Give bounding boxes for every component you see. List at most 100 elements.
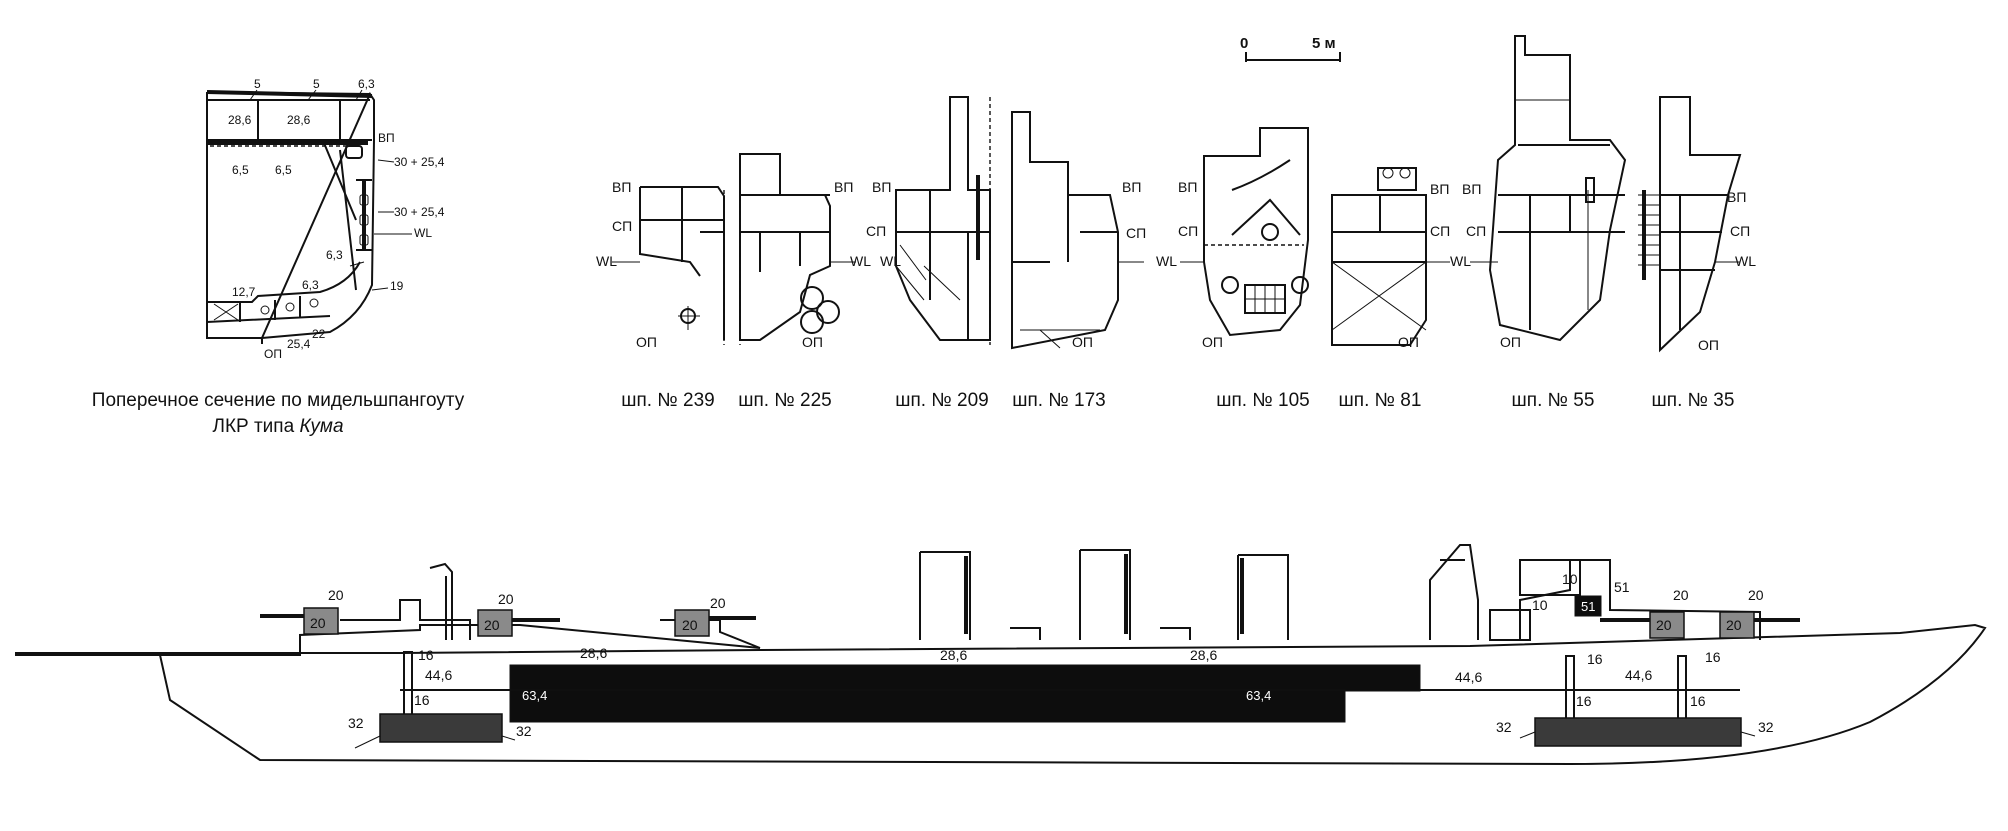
tower-top-armor: 10 [1562, 571, 1578, 587]
gun4-armor-side: 20 [1656, 617, 1672, 633]
frame-caption-55: шп. № 55 [1512, 390, 1595, 411]
gun5-armor-side: 20 [1726, 617, 1742, 633]
frame-105-section: ВП СП WL ОП [1156, 127, 1309, 350]
frame-209-sp: СП [866, 223, 886, 239]
frame-caption-225: шп. № 225 [738, 390, 831, 411]
midship-side-thk: 6,3 [326, 248, 343, 262]
tower-front-armor: 51 [1614, 579, 1630, 595]
frame-81-wl: WL [1450, 253, 1471, 269]
gun5-armor-top: 20 [1748, 587, 1764, 603]
gun4-armor-top: 20 [1673, 587, 1689, 603]
frame-35-op: ОП [1698, 337, 1719, 353]
deck-ends-aft: 44,6 [425, 667, 452, 683]
gun2-armor-top: 20 [498, 591, 514, 607]
scale-bar: 0 5 м [1240, 35, 1341, 62]
frame-239-op: ОП [636, 334, 657, 350]
midship-22-thk: 22 [312, 327, 326, 341]
belt-armor-fwd: 63,4 [1246, 688, 1271, 703]
belt-armor-aft: 63,4 [522, 688, 547, 703]
frame-55-vp: ВП [1462, 181, 1481, 197]
deck-ends-fwd-2: 44,6 [1625, 667, 1652, 683]
aft-bulkhead-bottom: 16 [414, 692, 430, 708]
deck-ends-fwd-1: 44,6 [1455, 669, 1482, 685]
frame-caption-209: шп. № 209 [895, 390, 988, 411]
frame-caption-173: шп. № 173 [1012, 390, 1105, 411]
gun3-armor-side: 20 [682, 617, 698, 633]
frame-caption-239: шп. № 239 [621, 390, 714, 411]
conning-tower [1574, 595, 1602, 617]
frame-81-op: ОП [1398, 334, 1419, 350]
gun-mount-4 [1649, 611, 1685, 639]
gun3-armor-top: 20 [710, 595, 726, 611]
fwd-bulkhead-2-bottom: 16 [1690, 693, 1706, 709]
deck-armor-1: 28,6 [580, 645, 607, 661]
aft-magazine-box [379, 713, 503, 743]
aft-bulkhead-top: 16 [418, 647, 434, 663]
frame-173-op: ОП [1072, 334, 1093, 350]
frame-105-wl: WL [1156, 253, 1177, 269]
fwd-bulkhead-1-bottom: 16 [1576, 693, 1592, 709]
midship-19-thk: 19 [390, 279, 404, 293]
scale-zero: 0 [1240, 35, 1248, 52]
midship-section: 5 5 6,3 28,6 28,6 ВП 6,5 6,5 30 + 25,4 3… [206, 77, 445, 361]
frame-81-vp: ВП [1430, 181, 1449, 197]
frame-105-op: ОП [1202, 334, 1223, 350]
fwd-magazine-left: 32 [1496, 719, 1512, 735]
frame-209-vp: ВП [872, 179, 891, 195]
frame-35-section: ВП СП WL ОП [1638, 96, 1756, 353]
gun-mount-1 [303, 607, 339, 635]
tower-front-armor-inner: 51 [1581, 599, 1595, 614]
frame-209-section: ВП СП WL [866, 96, 991, 345]
frame-173-section: ВП СП ОП [1011, 111, 1146, 350]
frame-209-wl: WL [880, 253, 901, 269]
frame-55-op: ОП [1500, 334, 1521, 350]
frame-225-section: ВП WL ОП [739, 153, 871, 350]
midship-belt-thk-2: 30 + 25,4 [394, 205, 445, 219]
midship-wl-label: WL [414, 226, 432, 240]
midship-deck-thk-2: 28,6 [287, 113, 311, 127]
frame-239-section: ВП СП WL ОП [596, 179, 725, 350]
midship-127-thk: 12,7 [232, 285, 256, 299]
frame-239-wl: WL [596, 253, 617, 269]
frame-239-sp: СП [612, 218, 632, 234]
midship-top-thk-3: 6,3 [358, 77, 375, 91]
midship-sp-thk-2: 6,5 [275, 163, 292, 177]
frame-35-sp: СП [1730, 223, 1750, 239]
frame-239-vp: ВП [612, 179, 631, 195]
midship-belt-thk-1: 30 + 25,4 [394, 155, 445, 169]
gun-mount-3 [674, 609, 710, 637]
fwd-magazine-right: 32 [1758, 719, 1774, 735]
gun-mount-5 [1719, 611, 1755, 639]
frame-caption-81: шп. № 81 [1339, 390, 1422, 411]
ship-profile [15, 544, 1987, 766]
main-belt-upper [509, 664, 1421, 692]
frame-173-sp: СП [1126, 225, 1146, 241]
fwd-bulkhead-2-top: 16 [1705, 649, 1721, 665]
frame-caption-35: шп. № 35 [1652, 390, 1735, 411]
midship-254-thk: 25,4 [287, 337, 311, 351]
tower-side-armor: 10 [1532, 597, 1548, 613]
frame-225-vp: ВП [834, 179, 853, 195]
scale-five: 5 м [1312, 35, 1336, 52]
midship-deck-thk-1: 28,6 [228, 113, 252, 127]
frame-caption-105: шп. № 105 [1216, 390, 1309, 411]
deck-armor-2: 28,6 [940, 647, 967, 663]
frame-225-op: ОП [802, 334, 823, 350]
gun1-armor-side: 20 [310, 615, 326, 631]
frame-105-vp: ВП [1178, 179, 1197, 195]
frame-105-sp: СП [1178, 223, 1198, 239]
gun2-armor-side: 20 [484, 617, 500, 633]
midship-op-label: ОП [264, 347, 282, 361]
midship-caption-line1: Поперечное сечение по мидельшпангоуту [92, 390, 465, 411]
midship-vp-label: ВП [378, 131, 395, 145]
frame-81-sp: СП [1430, 223, 1450, 239]
frame-81-section: ВП СП WL ОП [1331, 167, 1471, 350]
frame-35-vp: ВП [1727, 189, 1746, 205]
aft-magazine-left: 32 [348, 715, 364, 731]
fwd-magazine-box [1534, 717, 1742, 747]
deck-armor-3: 28,6 [1190, 647, 1217, 663]
main-belt-lower [509, 689, 1346, 723]
aft-magazine-right: 32 [516, 723, 532, 739]
frame-225-wl: WL [850, 253, 871, 269]
